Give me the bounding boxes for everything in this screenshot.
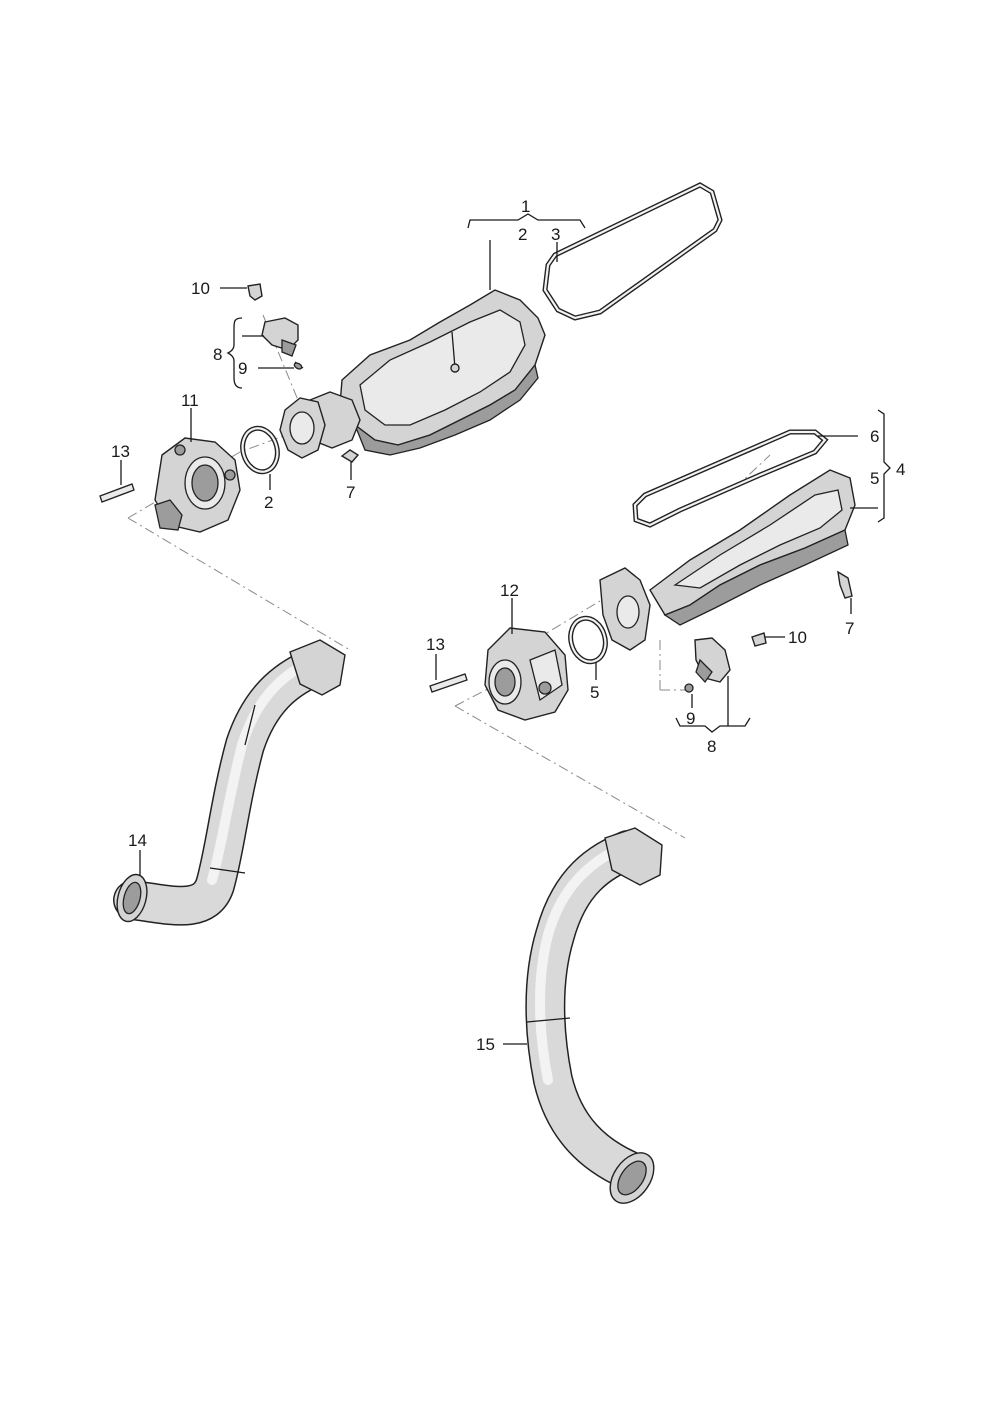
callout-9-upper: 9 — [238, 359, 247, 378]
fasteners — [99, 283, 853, 693]
callout-2-lower: 2 — [264, 493, 273, 512]
callout-10-upper: 10 — [191, 279, 210, 298]
gasket-6 — [632, 429, 829, 528]
callout-12: 12 — [500, 581, 519, 600]
sensors-8 — [261, 317, 731, 684]
callout-15: 15 — [476, 1035, 495, 1054]
callout-13-left: 13 — [111, 442, 130, 461]
callout-8-right: 8 — [707, 737, 716, 756]
upper-intake-manifold — [279, 289, 546, 459]
lower-intake-manifold — [599, 469, 856, 651]
callout-10-right: 10 — [788, 628, 807, 647]
callout-7-upper: 7 — [346, 483, 355, 502]
o-rings — [240, 425, 608, 665]
gasket-3 — [542, 182, 723, 321]
callout-5-lower: 5 — [590, 683, 599, 702]
hose-14 — [113, 639, 346, 926]
throttle-body-11 — [154, 437, 241, 533]
callout-11: 11 — [181, 391, 199, 410]
callout-5-right: 5 — [870, 469, 879, 488]
callout-4: 4 — [896, 460, 905, 479]
throttle-body-12 — [484, 627, 569, 721]
callout-labels: 1 2 3 10 8 9 11 13 2 7 6 4 5 12 13 5 10 … — [111, 197, 905, 1054]
callout-3: 3 — [551, 225, 560, 244]
callout-9-right: 9 — [686, 709, 695, 728]
callout-2-upper: 2 — [518, 225, 527, 244]
callout-8-upper: 8 — [213, 345, 222, 364]
callout-7-right: 7 — [845, 619, 854, 638]
hose-15 — [525, 827, 663, 1204]
leader-lines — [120, 213, 891, 1045]
callout-13-right: 13 — [426, 635, 445, 654]
callout-14: 14 — [128, 831, 147, 850]
callout-6: 6 — [870, 427, 879, 446]
callout-1: 1 — [521, 197, 530, 216]
